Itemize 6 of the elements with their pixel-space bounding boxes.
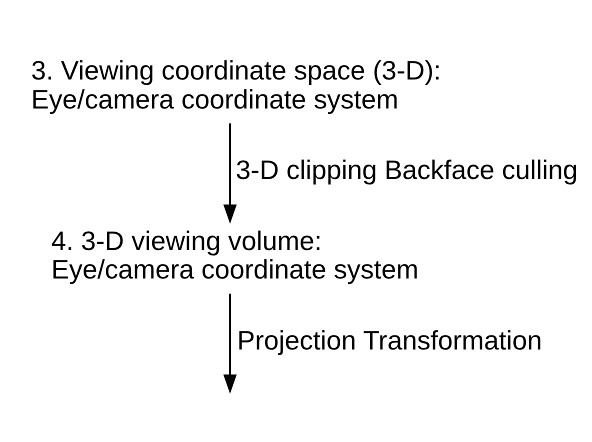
arrow (223, 293, 237, 394)
node-text: 3. Viewing coordinate space (3-D): Eye/camera coordinate system (31, 55, 442, 114)
arrow (223, 122, 237, 224)
edge-label: Projection Transformation (237, 324, 542, 355)
edge-label: 3-D clipping Backface culling (236, 154, 578, 185)
node-text: 4. 3-D viewing volume: Eye/camera coordinate system (51, 225, 419, 284)
